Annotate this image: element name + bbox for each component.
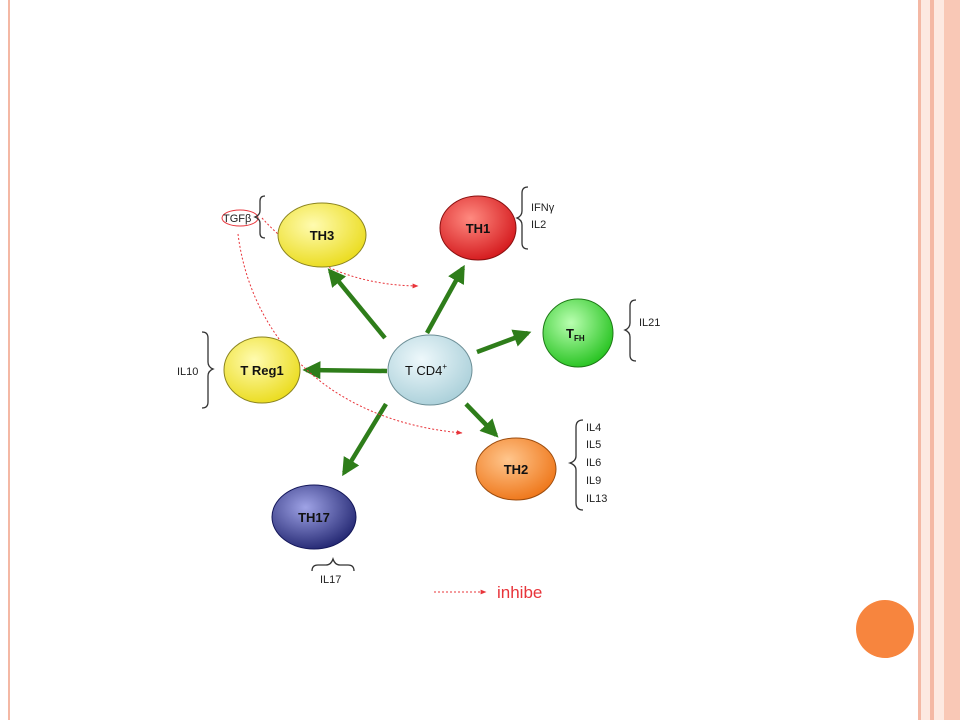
node-th2: TH2	[475, 437, 557, 501]
node-th1: TH1	[439, 195, 517, 261]
center-label: T CD4	[405, 363, 442, 378]
th3-label: TH3	[310, 228, 335, 243]
th2-cytokine-il9: IL9	[586, 475, 601, 487]
treg1-bracket	[201, 331, 215, 409]
frame-right-border	[918, 0, 921, 720]
th2-cytokine-il6: IL6	[586, 457, 601, 469]
center-superscript: +	[442, 362, 447, 371]
node-th3: TH3	[277, 202, 367, 268]
th2-cytokine-il4: IL4	[586, 422, 601, 434]
th1-bracket	[515, 186, 529, 250]
th17-cytokine-il17: IL17	[320, 574, 341, 586]
arrow-to-treg1	[302, 361, 388, 380]
node-th17: TH17	[271, 484, 357, 550]
frame-left-border	[8, 0, 10, 720]
th3-bracket	[253, 195, 266, 239]
th1-label: TH1	[466, 221, 491, 236]
svg-text:T CD4+: T CD4+	[405, 362, 447, 378]
arrow-to-th17	[342, 402, 388, 477]
treg1-cytokine-il10: IL10	[177, 366, 198, 378]
inhibit-arrow-to-th1	[261, 217, 419, 289]
tfh-subscript: FH	[574, 334, 585, 343]
frame-right-edge	[944, 0, 960, 720]
th1-cytokine-ifng: IFNγ	[531, 202, 555, 214]
th17-label: TH17	[298, 510, 330, 525]
orange-dot-decoration	[856, 600, 914, 658]
arrow-to-th2	[464, 402, 499, 438]
arrow-to-th1	[425, 264, 465, 335]
tfh-cytokine-il21: IL21	[639, 317, 660, 329]
svg-text:TFH: TFH	[566, 326, 585, 343]
th1-cytokine-il2: IL2	[531, 219, 546, 231]
frame-right-stripe	[930, 0, 934, 720]
tfh-label: T	[566, 326, 574, 341]
node-center: T CD4+	[387, 334, 473, 406]
th3-cytokine-tgfb: TGFβ	[223, 213, 251, 225]
legend-inhibe-label: inhibe	[497, 583, 542, 602]
th2-cytokine-il5: IL5	[586, 439, 601, 451]
inhibit-arrow-to-th2	[237, 233, 463, 435]
arrow-to-th3	[327, 268, 387, 340]
node-tfh: TFH	[542, 298, 614, 368]
treg1-label: T Reg1	[240, 363, 283, 378]
th17-bracket	[311, 556, 355, 572]
th2-bracket	[567, 419, 584, 511]
tfh-bracket	[623, 299, 637, 362]
th2-label: TH2	[504, 462, 529, 477]
arrow-to-tfh	[476, 329, 532, 355]
node-treg1: T Reg1	[223, 336, 301, 404]
th2-cytokine-il13: IL13	[586, 493, 607, 505]
